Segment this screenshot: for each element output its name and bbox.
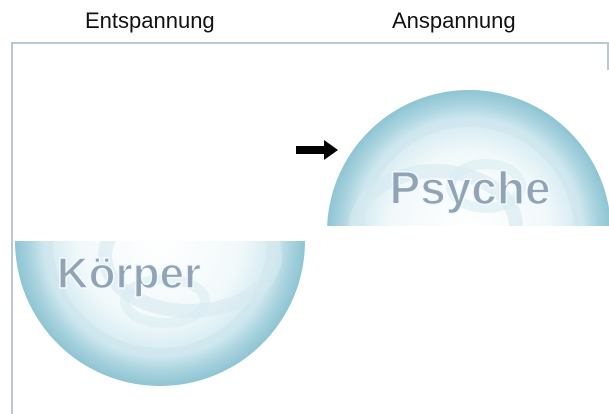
koerper-label: Körper <box>57 249 201 298</box>
arrow-right-icon <box>296 140 338 160</box>
frame-right-border <box>607 42 609 70</box>
psyche-label: Psyche <box>389 162 550 214</box>
psyche-badge: Psyche <box>327 90 609 226</box>
header-entspannung: Entspannung <box>85 8 215 33</box>
frame-left-border <box>11 42 13 414</box>
header-anspannung: Anspannung <box>392 8 516 33</box>
koerper-badge: Körper <box>15 241 305 386</box>
frame-top-border <box>11 42 609 44</box>
